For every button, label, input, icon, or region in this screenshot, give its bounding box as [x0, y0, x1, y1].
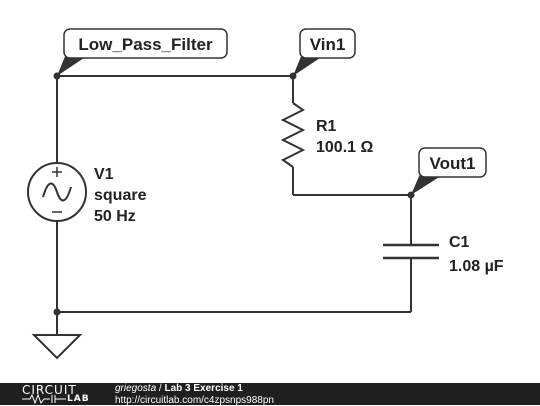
r1-name: R1	[316, 118, 337, 135]
label-box	[63, 28, 228, 59]
logo-wave-icon	[22, 394, 66, 404]
v1-type: square	[94, 187, 147, 204]
label-box	[299, 28, 356, 59]
junction-dot	[53, 308, 61, 316]
label-pointer	[411, 174, 444, 195]
net-label-text: Low_Pass_Filter	[78, 35, 213, 54]
resistor-r1[interactable]	[280, 102, 306, 168]
wires	[56, 75, 412, 335]
c1-value: 1.08 µF	[449, 258, 504, 275]
circuit-url-link[interactable]: http://circuitlab.com/c4zpsnps988pn	[115, 395, 274, 406]
logo-text-bottom: LAB	[67, 394, 90, 404]
net-label-vout1[interactable]: Vout1	[411, 147, 487, 195]
r1-value: 100.1 Ω	[316, 139, 373, 156]
title-separator: /	[156, 383, 165, 394]
author-link[interactable]: griegosta	[115, 383, 157, 394]
footer-bar: CIRCUIT LAB griegosta / Lab 3 Exercise 1…	[0, 383, 540, 406]
label-box	[418, 147, 487, 178]
net-label-text: Vin1	[310, 35, 346, 54]
c1-name: C1	[449, 234, 470, 251]
v1-freq: 50 Hz	[94, 208, 136, 225]
logo-text-top: CIRCUIT	[22, 383, 77, 397]
label-pointer	[57, 54, 90, 76]
circuitlab-logo[interactable]: CIRCUIT LAB	[21, 383, 93, 405]
voltage-source-v1[interactable]	[27, 162, 87, 222]
capacitor-c1[interactable]	[383, 243, 439, 260]
net-label-text: Vout1	[430, 154, 476, 173]
circuit-title: Lab 3 Exercise 1	[164, 383, 243, 394]
schematic: V1 square 50 Hz R1 100.1 Ω C1 1.08 µF Lo…	[27, 28, 504, 360]
net-label-low-pass-filter[interactable]: Low_Pass_Filter	[57, 28, 228, 76]
net-label-vin1[interactable]: Vin1	[293, 28, 356, 76]
sine-wave-icon	[42, 182, 72, 202]
label-pointer	[293, 54, 326, 76]
v1-name: V1	[94, 166, 114, 183]
footer-info: griegosta / Lab 3 Exercise 1 http://circ…	[115, 384, 274, 406]
ground-icon	[31, 334, 83, 360]
